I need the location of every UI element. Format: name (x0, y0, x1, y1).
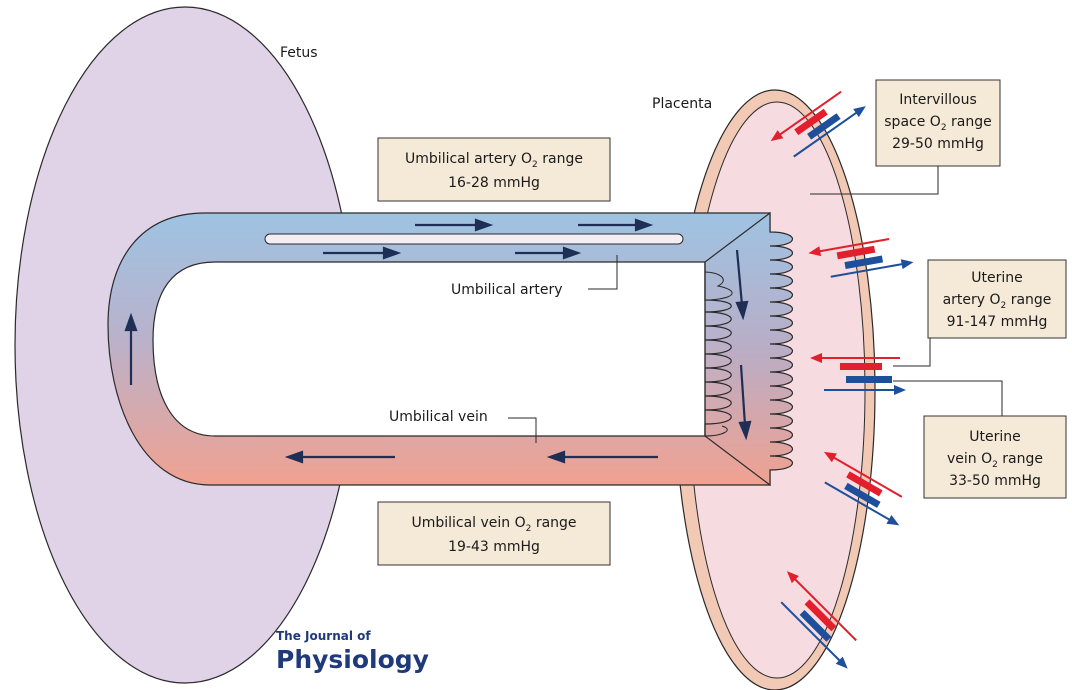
uterine-vein-range-box: Uterine vein O2 range 33-50 mmHg (924, 416, 1066, 498)
uterine-artery-value: 91-147 mmHg (947, 314, 1048, 330)
umbilical-vein-label: Umbilical vein (389, 409, 488, 425)
uterine-artery-prefix: artery O (943, 292, 1001, 308)
uterine-artery-leader (893, 338, 930, 366)
uterine-vein-prefix: vein O (947, 451, 992, 467)
vein-box-prefix: Umbilical vein O (411, 515, 525, 531)
vein-box-suffix: range (531, 515, 576, 531)
uterine-artery-range-box: Uterine artery O2 range 91-147 mmHg (928, 260, 1066, 338)
vein-box-value: 19-43 mmHg (448, 539, 540, 555)
uterine-vein-value: 33-50 mmHg (949, 473, 1041, 489)
journal-logo: The Journal of Physiology (276, 629, 429, 674)
artery-box-value: 16-28 mmHg (448, 175, 540, 191)
umbilical-vein-range-box: Umbilical vein O2 range 19-43 mmHg (378, 502, 610, 565)
artery-box-prefix: Umbilical artery O (405, 151, 532, 167)
umbilical-artery-range-box: Umbilical artery O2 range 16-28 mmHg (378, 138, 610, 201)
uterine-vein-line1: Uterine (969, 429, 1020, 445)
inner-artery-tube (265, 234, 683, 244)
placenta-label: Placenta (652, 96, 712, 112)
intervillous-prefix: space O (884, 114, 941, 130)
uterine-artery-line1: Uterine (971, 270, 1022, 286)
intervillous-value: 29-50 mmHg (892, 136, 984, 152)
uterine-vein-suffix: range (998, 451, 1043, 467)
intervillous-range-box: Intervillous space O2 range 29-50 mmHg (876, 80, 1000, 166)
intervillous-suffix: range (947, 114, 992, 130)
uterine-vein-leader (893, 381, 1002, 416)
artery-box-suffix: range (538, 151, 583, 167)
logo-line2: Physiology (276, 645, 429, 674)
fetus-label: Fetus (280, 45, 318, 61)
umbilical-artery-label: Umbilical artery (451, 282, 563, 298)
uterine-artery-suffix: range (1006, 292, 1051, 308)
intervillous-line1: Intervillous (899, 92, 977, 108)
logo-line1: The Journal of (276, 629, 371, 643)
